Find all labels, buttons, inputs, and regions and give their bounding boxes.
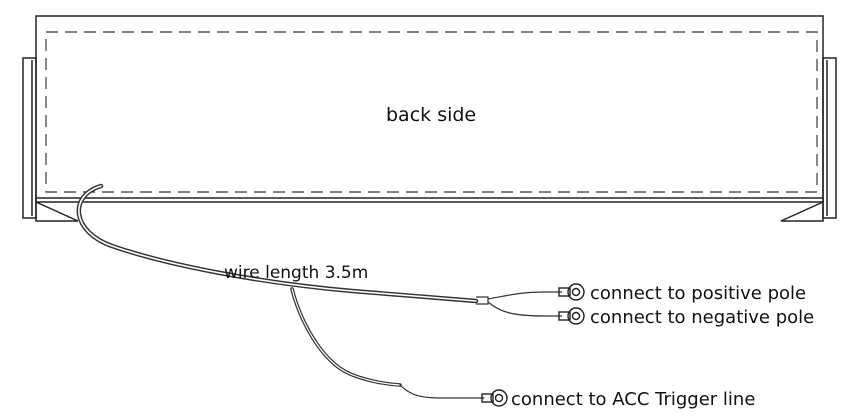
back-panel-dashed-outline (45, 31, 818, 193)
negative-lead (487, 301, 562, 317)
left-bracket-side (22, 57, 37, 219)
ring-terminal-hole-icon (494, 393, 504, 403)
terminal-negative-crimp (558, 311, 571, 321)
ring-terminal-icon (567, 307, 585, 325)
main-cable-inner (78, 185, 477, 302)
acc-branch-outer (290, 287, 402, 387)
terminal-positive-crimp (558, 287, 571, 297)
positive-pole-label: connect to positive pole (590, 283, 807, 304)
main-cable (76, 183, 479, 304)
positive-lead (487, 291, 562, 300)
right-bracket-foot (780, 200, 824, 222)
ring-terminal-hole-icon (571, 311, 581, 321)
ring-terminal-icon (490, 389, 508, 407)
ring-terminal-icon (567, 283, 585, 301)
terminal-acc-crimp (481, 393, 494, 403)
right-bracket-side (822, 57, 837, 219)
left-bracket-foot (35, 200, 79, 222)
acc-branch-inner (291, 288, 401, 386)
terminal-acc (481, 389, 508, 407)
acc-lead (399, 384, 485, 399)
acc-trigger-label: connect to ACC Trigger line (511, 389, 756, 410)
cable-split-sleeve (476, 296, 489, 305)
wire-length-label: wire length 3.5m (224, 263, 369, 283)
acc-branch (290, 287, 485, 399)
negative-pole-label: connect to negative pole (590, 307, 815, 328)
terminal-positive (558, 283, 585, 301)
power-leads (487, 291, 562, 317)
back-side-label: back side (386, 104, 477, 126)
terminal-negative (558, 307, 585, 325)
sleeve-outline (476, 296, 489, 305)
ring-terminal-hole-icon (571, 287, 581, 297)
right-bracket (780, 57, 837, 222)
left-bracket (22, 57, 79, 222)
